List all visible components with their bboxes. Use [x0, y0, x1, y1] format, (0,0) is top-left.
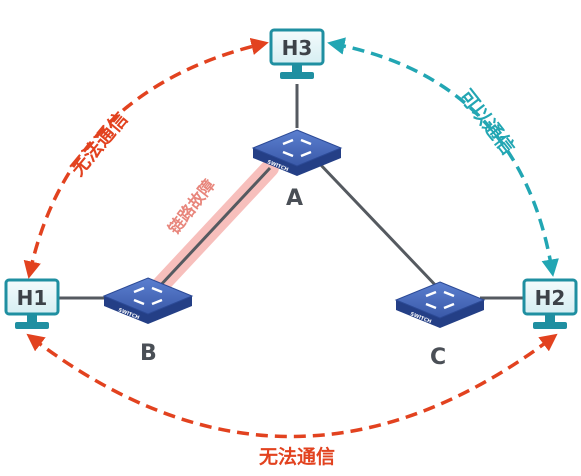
switch-b-label: B — [140, 341, 157, 366]
host-h1: H1 — [4, 278, 60, 329]
host-h2-label: H2 — [535, 286, 566, 310]
host-h1-label: H1 — [17, 286, 48, 310]
switch-c-label: C — [430, 345, 446, 370]
status-h2-h3: 可以通信 — [455, 85, 520, 159]
host-h3-label: H3 — [282, 36, 313, 60]
switch-b: SWITCH — [102, 277, 194, 324]
host-h2: H2 — [522, 278, 578, 329]
status-h1-h2: 无法通信 — [259, 445, 335, 468]
switch-c: SWITCH — [394, 281, 486, 328]
arrow-h1-h3 — [23, 37, 269, 279]
arrow-h1-h2 — [26, 333, 558, 439]
switch-arrows-icon — [282, 138, 312, 158]
host-h3: H3 — [269, 28, 325, 79]
switch-a-label: A — [286, 186, 303, 211]
switch-arrows-icon — [425, 290, 455, 310]
link-a-c — [316, 160, 442, 292]
status-h1-h3: 无法通信 — [66, 107, 132, 180]
arrow-h2-h3 — [327, 37, 559, 277]
switch-arrows-icon — [133, 286, 163, 306]
